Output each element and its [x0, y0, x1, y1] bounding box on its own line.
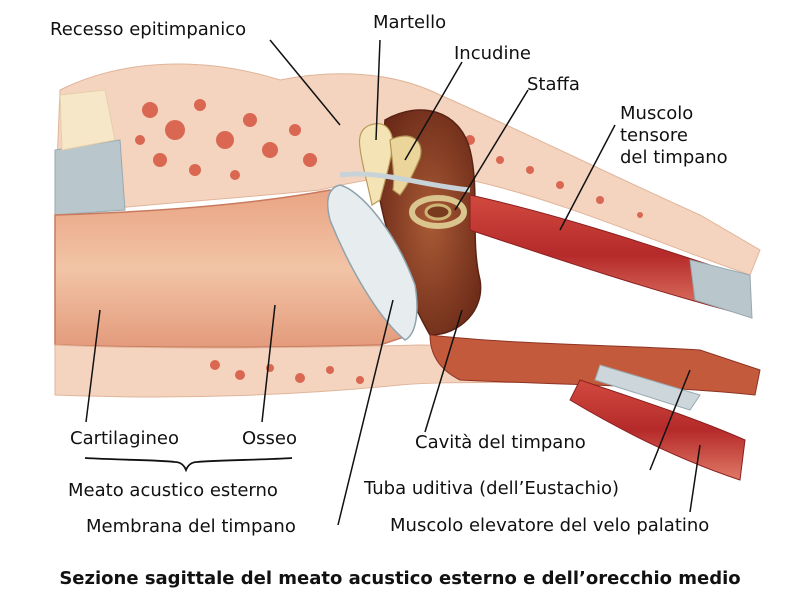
label-meato-acustico-esterno: Meato acustico esterno — [68, 480, 278, 501]
label-tuba-uditiva: Tuba uditiva (dell’Eustachio) — [364, 478, 619, 499]
label-membrana-del-timpano: Membrana del timpano — [86, 516, 296, 537]
meatus-brace — [84, 457, 293, 473]
tympanic-membrane — [327, 184, 418, 341]
label-muscolo-elevatore: Muscolo elevatore del velo palatino — [390, 515, 710, 536]
label-staffa: Staffa — [527, 74, 580, 95]
levator-veli-palatini-muscle — [569, 379, 746, 481]
label-cavita-del-timpano: Cavità del timpano — [415, 432, 586, 453]
label-osseo: Osseo — [242, 428, 298, 449]
label-muscolo-tensore-line3: del timpano — [620, 147, 728, 168]
label-incudine: Incudine — [454, 43, 531, 64]
label-muscolo-tensore-line1: Muscolo — [620, 103, 694, 124]
malleus-shape — [358, 123, 394, 206]
label-muscolo-tensore: Muscolo tensore del timpano — [620, 103, 728, 169]
figure-caption: Sezione sagittale del meato acustico est… — [59, 568, 741, 589]
label-cartilagineo: Cartilagineo — [70, 428, 180, 449]
stapes-shape — [409, 195, 467, 229]
cartilage-upper — [54, 139, 126, 216]
label-recesso-epitimpanico: Recesso epitimpanico — [50, 19, 247, 40]
label-martello: Martello — [373, 12, 447, 33]
auditory-tube — [429, 334, 761, 396]
label-muscolo-tensore-line2: tensore — [620, 125, 689, 146]
leader-lines — [85, 39, 701, 526]
